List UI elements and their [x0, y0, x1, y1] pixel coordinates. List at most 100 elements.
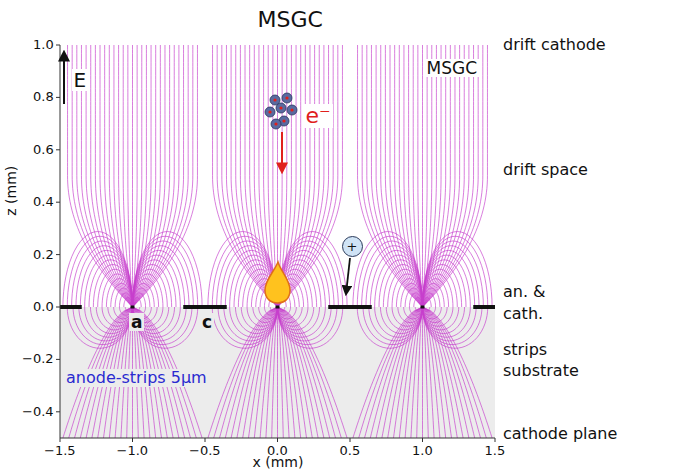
- cathode-label: c: [200, 313, 214, 332]
- field-line: [272, 307, 278, 438]
- electron-dot: [268, 110, 271, 113]
- electron-dot: [282, 119, 285, 122]
- electron-dot: [290, 108, 293, 111]
- tick-label: 0.4: [33, 195, 54, 209]
- field-line: [388, 307, 423, 438]
- anode-strip: [131, 306, 135, 309]
- tick: [56, 359, 60, 360]
- tick-label: −0.2: [22, 352, 54, 366]
- field-line: [353, 307, 423, 438]
- tick-label: 1.0: [412, 444, 433, 458]
- electrodes: [60, 307, 495, 308]
- electron: [282, 93, 292, 103]
- anode-label: a: [129, 313, 144, 332]
- field-lines: [63, 45, 492, 438]
- avalanche: [265, 262, 290, 303]
- field-arrow: [63, 52, 65, 104]
- tick-label: 0.5: [340, 444, 361, 458]
- field-line: [423, 232, 493, 307]
- anode-strip: [276, 306, 280, 309]
- axis-title: z (mm): [4, 165, 19, 215]
- device-label: MSGC: [425, 59, 480, 78]
- field-line: [243, 307, 278, 438]
- field-line: [423, 241, 484, 307]
- field-line: [134, 45, 193, 306]
- field-line: [424, 45, 483, 306]
- cathode-strip: [60, 305, 82, 309]
- field-line: [133, 232, 203, 307]
- electron-label: e⁻: [304, 104, 333, 128]
- tick-label: 0.8: [33, 90, 54, 104]
- field-line: [423, 246, 480, 307]
- tick-label: 0.6: [33, 143, 54, 157]
- field-line: [370, 307, 422, 438]
- field-line: [220, 307, 278, 438]
- field-line: [399, 45, 422, 306]
- electron: [271, 119, 281, 129]
- field-line: [404, 45, 422, 306]
- tick-label: −0.5: [189, 444, 221, 458]
- tick: [56, 149, 60, 150]
- drift-arrow: [281, 132, 283, 172]
- field-label: E: [72, 69, 89, 91]
- field-line: [260, 307, 277, 438]
- field-line: [278, 307, 336, 438]
- field-line: [418, 45, 423, 306]
- field-line: [362, 241, 423, 307]
- field-line: [63, 232, 133, 307]
- field-line: [353, 232, 423, 307]
- field-line: [277, 307, 278, 438]
- tick: [56, 307, 60, 308]
- axis-line: [60, 45, 495, 438]
- region-label: cathode plane: [503, 425, 617, 443]
- electron: [287, 105, 297, 115]
- axes: [56, 45, 495, 442]
- field-line: [362, 45, 421, 306]
- field-line: [423, 307, 481, 438]
- electron-dot: [274, 122, 277, 125]
- field-line: [231, 307, 277, 438]
- electron-dot: [273, 98, 276, 101]
- field-line: [423, 307, 475, 438]
- field-line: [359, 307, 423, 438]
- field-line: [254, 307, 277, 438]
- tick-label: −1.0: [117, 444, 149, 458]
- field-line: [423, 45, 441, 306]
- tick: [495, 438, 496, 442]
- field-line: [423, 307, 493, 438]
- electron: [265, 107, 275, 117]
- electron-dot: [285, 96, 288, 99]
- field-line: [133, 241, 194, 307]
- region-label: substrate: [503, 362, 579, 380]
- tick: [132, 438, 133, 442]
- field-line: [278, 307, 313, 438]
- field-line: [133, 45, 138, 306]
- electron-cluster: [265, 93, 297, 129]
- field-line: [423, 307, 469, 438]
- field-line: [278, 307, 284, 438]
- field-line: [133, 45, 151, 306]
- field-line: [278, 307, 330, 438]
- tick: [56, 45, 60, 46]
- field-line: [214, 307, 278, 438]
- field-line: [399, 307, 422, 438]
- field-line: [423, 307, 446, 438]
- tick-label: 0.0: [33, 300, 54, 314]
- field-line: [417, 307, 423, 438]
- field-line: [423, 307, 458, 438]
- field-line: [366, 246, 423, 307]
- field-line: [278, 307, 348, 438]
- field-line: [278, 307, 301, 438]
- cathode-strip: [473, 305, 495, 309]
- field-line: [394, 307, 423, 438]
- field-line: [133, 246, 190, 307]
- field-line: [114, 45, 132, 306]
- field-line: [217, 45, 276, 306]
- region-label: strips: [503, 341, 547, 359]
- field-line: [132, 45, 133, 306]
- field-line: [365, 307, 423, 438]
- region-label: drift cathode: [503, 36, 606, 54]
- tick-label: −0.4: [22, 405, 54, 419]
